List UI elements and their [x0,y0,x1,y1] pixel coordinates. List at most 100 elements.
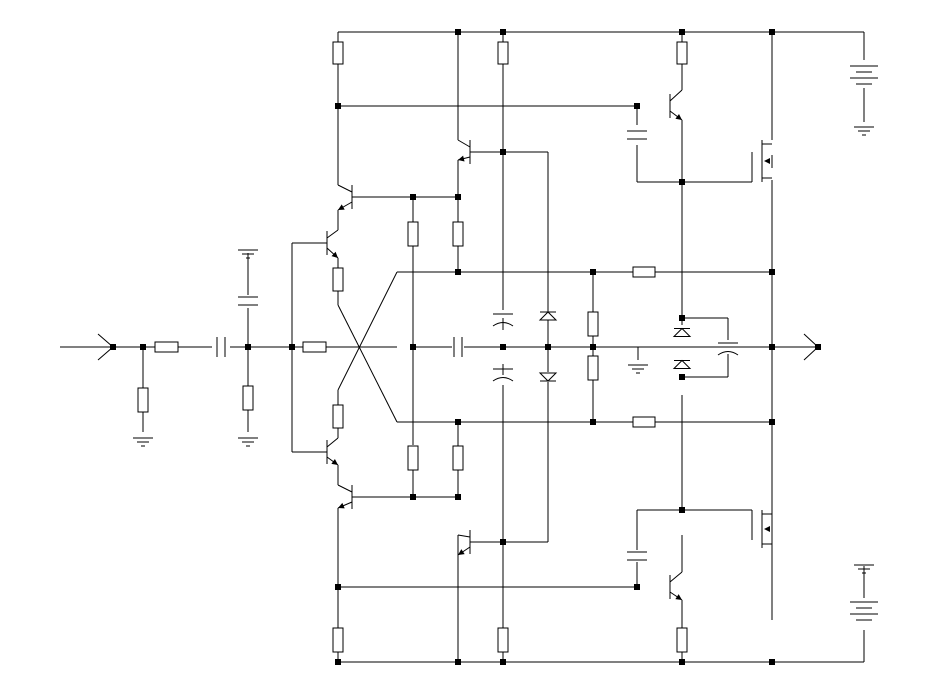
mosfet-bottom-output [751,510,772,548]
junction-dot [500,29,506,35]
junction-dot [769,269,775,275]
resistor-shunt-upper-body [587,311,599,337]
ground-bias-cap [238,249,258,259]
ground-center [628,364,648,374]
ground-bias [238,437,258,447]
resistor-top-left-body [332,41,344,65]
diode-lower-center [538,372,558,382]
junction-dot [335,103,341,109]
transistor-top-driver [669,89,683,121]
capacitor-diode-bypass-curve [717,351,739,356]
transistor-top-input-arrow [331,251,338,258]
junction-dot [679,507,685,513]
junction-dot [679,374,685,380]
junction-dot [679,659,685,665]
capacitor-upper-polar [492,313,514,327]
transistor-bottom-driver-arrow [675,594,682,600]
mosfet-top-output [751,140,772,182]
junction-dot [634,584,640,590]
junction-dot [769,29,775,35]
junction-dot [289,344,295,350]
transistor-bottom-input-collector [326,437,339,448]
resistor-feedback [302,341,327,353]
resistor-input-series [154,341,179,353]
transistor-bottom-vas-arrow [458,549,465,555]
junction-dot [410,194,416,200]
mosfet-bottom-output-arrow [764,526,770,532]
capacitor-diode-bypass [717,342,739,356]
junction-dot [500,344,506,350]
diode-upper-center-body [538,311,558,321]
junction-dot [455,269,461,275]
junction-dot [500,149,506,155]
junction-dot [455,659,461,665]
transistor-top-vas-collector [457,139,471,148]
junction-dot [455,194,461,200]
resistor-emitter-bottom-body [332,404,344,429]
mosfet-top-output-arrow [764,158,770,164]
resistor-input-shunt-body [137,387,149,413]
resistor-top-mid-2 [452,221,464,247]
transistor-top-driver-collector [669,89,683,102]
resistor-bottom-output [632,416,656,428]
transistor-bottom-input-arrow [331,459,338,465]
resistor-bottom-vas-body [497,627,509,653]
transistor-top-cascode-collector [337,184,353,193]
junction-dot [500,659,506,665]
diode-bias-upper-body [672,327,692,337]
transistor-bottom-cascode [337,484,353,509]
capacitor-lower-polar [492,368,514,382]
junction-dot [500,539,506,545]
junction-dot [679,29,685,35]
resistor-bottom-driver-body [676,627,688,653]
transistor-top-cascode [337,184,353,211]
resistor-bottom-driver [676,627,688,653]
junction-dot [590,269,596,275]
resistor-bottom-output-body [632,416,656,428]
junction-dot [455,419,461,425]
junction-dot [815,344,821,350]
resistor-top-vas-body [497,41,509,65]
resistor-top-left [332,41,344,65]
resistor-bias [242,385,254,411]
junction-dot [110,344,116,350]
transistor-top-cascode-arrow [338,204,345,210]
capacitor-bias [238,296,258,306]
transistor-bottom-vas [457,530,471,556]
resistor-top-vas [497,41,509,65]
junction-dot [590,419,596,425]
resistor-input-series-body [154,341,179,353]
diode-lower-center-body [538,372,558,382]
resistor-top-mid-2-body [452,221,464,247]
resistor-top-output [632,266,656,278]
junction-dots [110,29,821,665]
junction-dot [245,344,251,350]
transistor-bottom-driver [669,571,683,601]
junction-dot [335,659,341,665]
capacitor-top-driver [627,130,647,140]
capacitor-bottom-driver [627,551,647,561]
ground-input [133,437,153,447]
junction-dot [679,315,685,321]
transistor-bottom-vas-collector [457,534,471,538]
resistor-bias-body [242,385,254,411]
ground-top-supply [854,126,874,136]
resistor-shunt-lower [587,355,599,381]
junction-dot [410,494,416,500]
diode-bias-lower [672,359,692,369]
resistor-shunt-lower-body [587,355,599,381]
resistor-shunt-upper [587,311,599,337]
components [133,41,878,653]
transistor-bottom-cascode-arrow [338,502,345,509]
junction-dot [410,344,416,350]
junction-dot [455,494,461,500]
junction-dot [769,344,775,350]
resistor-top-output-body [632,266,656,278]
resistor-bottom-mid-1-body [407,445,419,471]
resistor-emitter-bottom [332,404,344,429]
transistor-bottom-input [326,437,339,466]
resistor-bottom-left [332,627,344,653]
resistor-top-driver [676,41,688,65]
resistor-input-shunt [137,387,149,413]
